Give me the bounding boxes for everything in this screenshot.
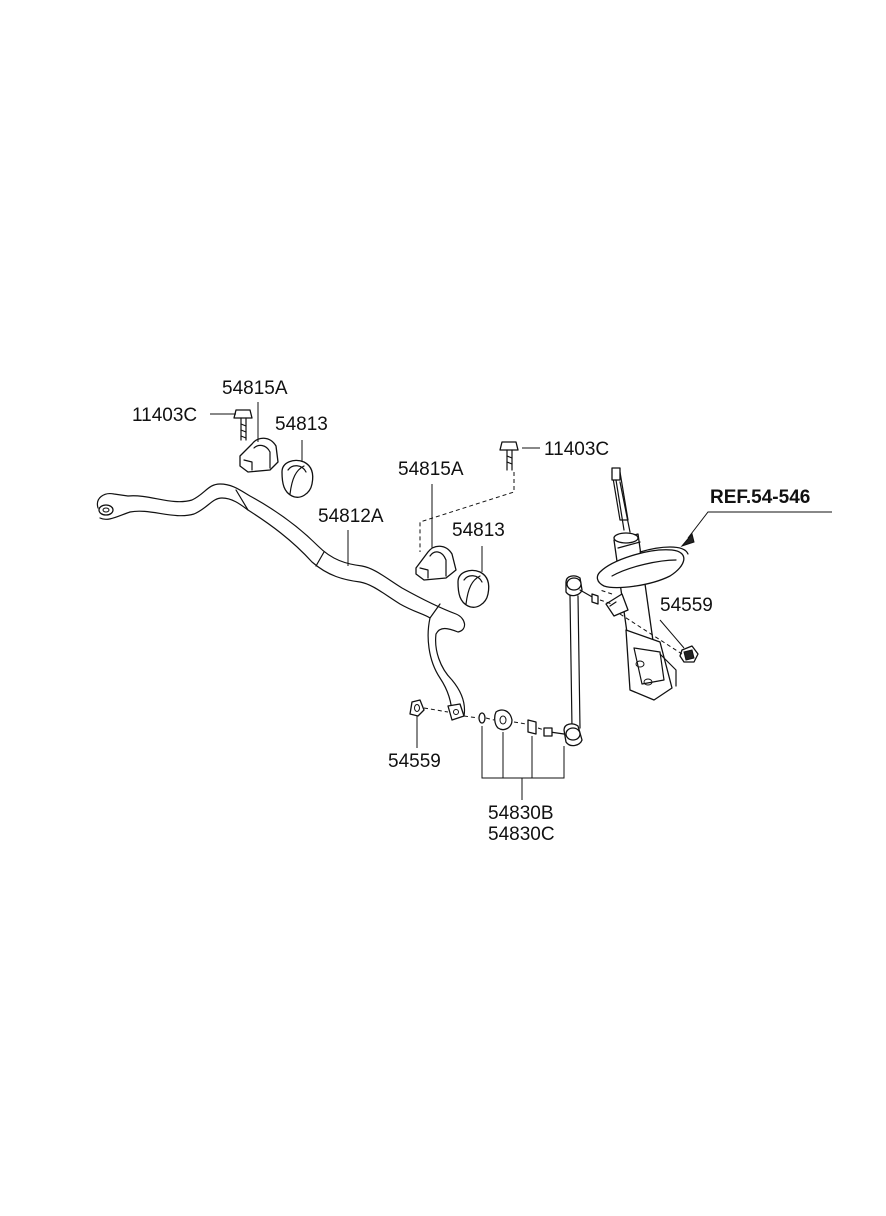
- strut-assembly: [596, 467, 689, 701]
- bracket-left: [233, 409, 279, 473]
- leader-lines: [210, 402, 832, 800]
- label-nut-right: 54559: [660, 595, 713, 616]
- bushing-right: [457, 569, 490, 608]
- nut-right: [679, 645, 699, 663]
- nut-left: [409, 699, 425, 717]
- label-bolt-right: 11403C: [544, 439, 610, 460]
- label-nut-left: 54559: [388, 751, 441, 772]
- label-bolt-left: 11403C: [132, 405, 198, 426]
- label-bushing-left: 54813: [275, 414, 328, 435]
- label-bracket-right: 54815A: [398, 459, 464, 480]
- bushing-left: [281, 459, 314, 498]
- bracket-right: [415, 441, 519, 581]
- reference-label: REF.54-546: [710, 487, 811, 508]
- label-bushing-right: 54813: [452, 520, 505, 541]
- link-washers: [478, 709, 537, 735]
- label-link-b: 54830B: [488, 803, 554, 824]
- label-bracket-left: 54815A: [222, 378, 288, 399]
- stabilizer-bar: [96, 483, 466, 721]
- label-link-c: 54830C: [488, 824, 555, 845]
- stabilizer-link: [543, 575, 599, 747]
- label-stabilizer-bar: 54812A: [318, 506, 384, 527]
